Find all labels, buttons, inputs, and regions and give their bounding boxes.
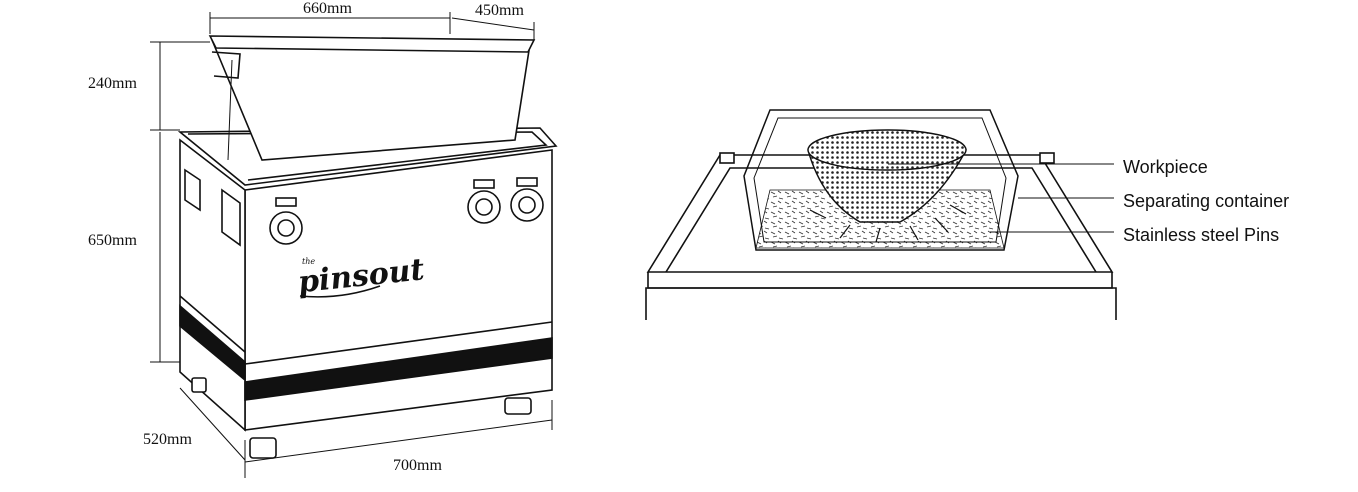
dim-tub-length: 660mm [303,0,352,17]
callout-separating-container: Separating container [1123,191,1289,211]
dim-tub-height: 240mm [88,75,137,92]
machine-illustration [177,35,558,459]
base-band-front [244,337,553,401]
dim-tub-width: 450mm [475,2,524,19]
callout-pins: Stainless steel Pins [1123,225,1279,245]
brand-prefix: the [302,257,315,266]
dim-machine-height: 650mm [88,232,137,249]
base-band-side [179,304,246,382]
dim-machine-width: 700mm [393,457,442,474]
separating-container [743,109,1019,251]
dim-machine-depth: 520mm [143,431,192,448]
dimension-lines [150,12,553,478]
callout-workpiece: Workpiece [1123,157,1208,177]
tub [210,39,531,161]
cross-section-illustration [645,109,1117,320]
